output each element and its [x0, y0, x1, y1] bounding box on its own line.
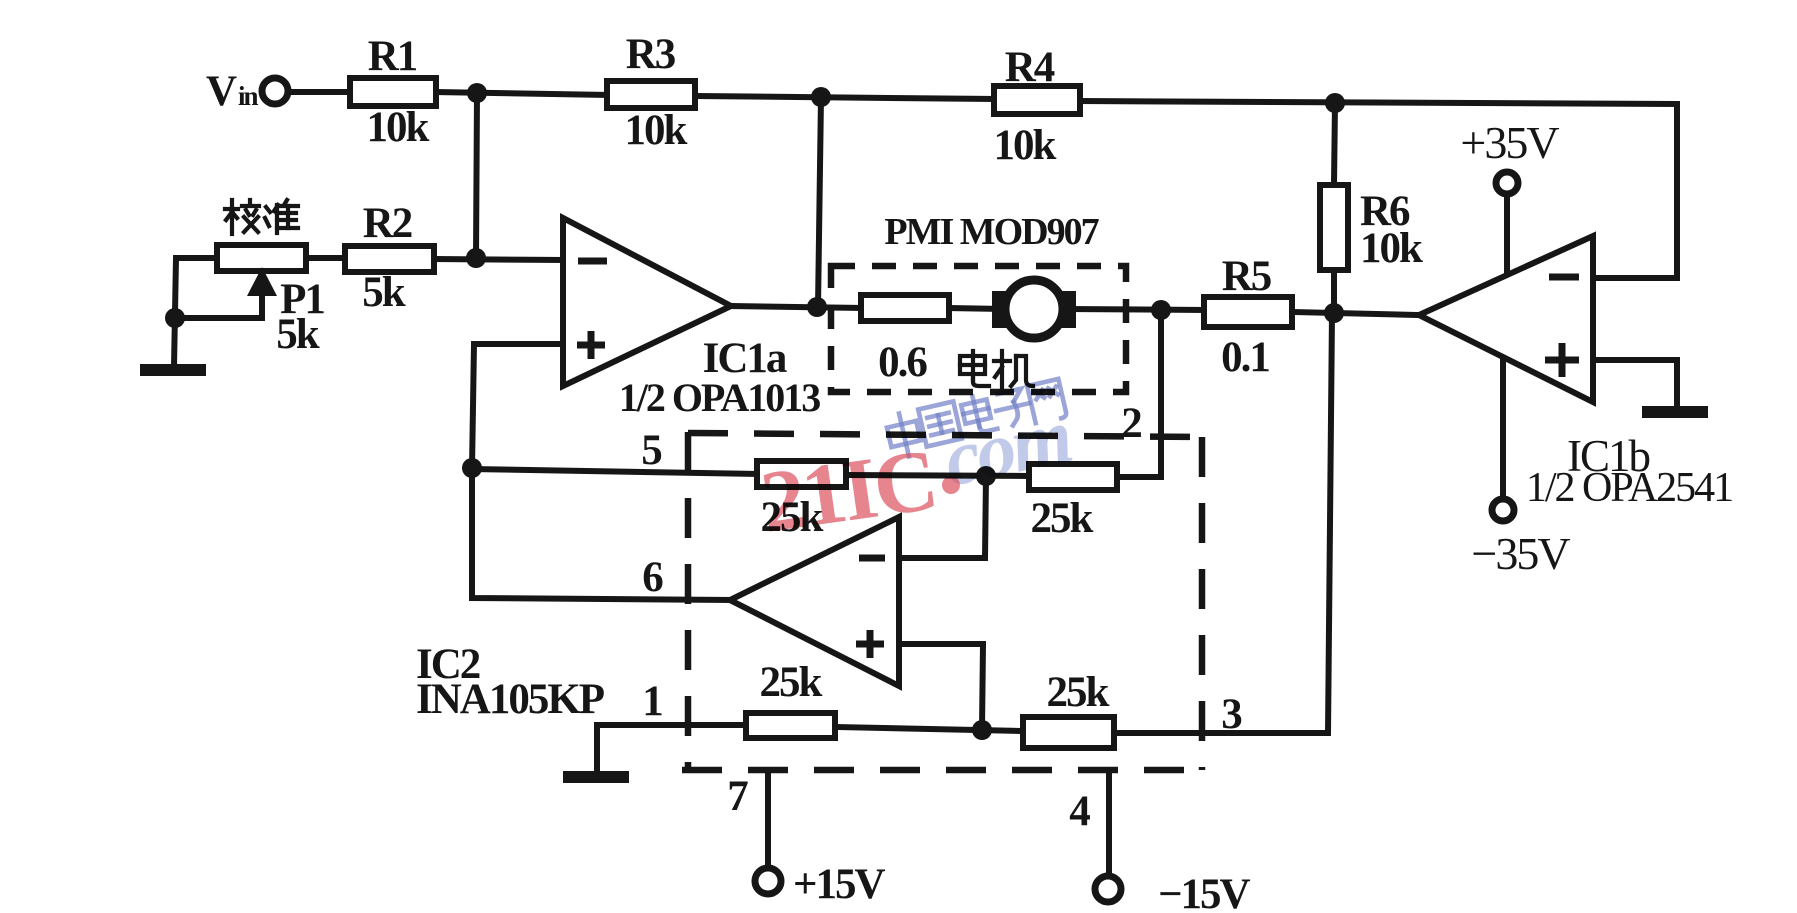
svg-text:R5: R5: [1222, 253, 1271, 300]
svg-text:7: 7: [727, 773, 748, 820]
svg-text:25k: 25k: [1031, 495, 1094, 542]
svg-text:INA105KP: INA105KP: [416, 676, 605, 723]
svg-text:1: 1: [642, 678, 662, 725]
svg-text:IC2: IC2: [416, 641, 480, 688]
svg-text:10k: 10k: [994, 122, 1057, 169]
svg-text:IC1a: IC1a: [703, 335, 787, 382]
svg-text:25k: 25k: [761, 494, 824, 541]
svg-text:0.1: 0.1: [1221, 334, 1269, 381]
svg-text:−35V: −35V: [1471, 528, 1570, 579]
svg-text:2: 2: [1121, 400, 1141, 447]
svg-text:R1: R1: [368, 33, 417, 80]
svg-text:25k: 25k: [760, 659, 823, 706]
svg-text:5k: 5k: [362, 269, 406, 316]
svg-text:3: 3: [1221, 691, 1242, 738]
svg-text:5k: 5k: [276, 311, 320, 358]
svg-text:1/2 OPA1013: 1/2 OPA1013: [619, 375, 821, 420]
svg-text:10k: 10k: [625, 107, 688, 154]
svg-text:−15V: −15V: [1158, 871, 1251, 913]
svg-text:10k: 10k: [1360, 225, 1423, 272]
svg-text:R4: R4: [1005, 44, 1055, 91]
svg-text:+15V: +15V: [793, 861, 886, 908]
svg-text:4: 4: [1069, 788, 1090, 835]
svg-text:IC1b: IC1b: [1567, 431, 1650, 481]
svg-text:0.6: 0.6: [878, 339, 927, 386]
svg-text:25k: 25k: [1047, 669, 1110, 716]
svg-text:in: in: [238, 81, 259, 111]
svg-text:5: 5: [641, 427, 661, 474]
svg-text:R3: R3: [626, 31, 676, 78]
svg-text:+35V: +35V: [1460, 117, 1559, 168]
svg-text:V: V: [206, 68, 237, 115]
svg-text:R6: R6: [1360, 188, 1410, 235]
svg-text:1/2 OPA2541: 1/2 OPA2541: [1526, 465, 1732, 511]
svg-text:10k: 10k: [367, 104, 430, 151]
svg-text:PMI MOD907: PMI MOD907: [884, 211, 1099, 253]
svg-text:6: 6: [642, 554, 663, 601]
svg-text:R2: R2: [363, 200, 412, 247]
svg-text:P1: P1: [280, 276, 324, 323]
svg-text:21IC: 21IC: [755, 432, 941, 552]
